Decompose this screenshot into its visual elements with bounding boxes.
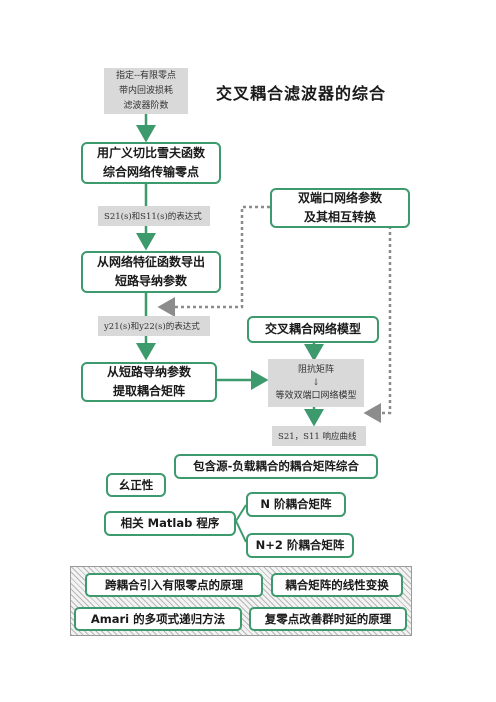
n2-order-box: N+2 阶耦合矩阵 <box>246 533 354 558</box>
orthogonal-label: 幺正性 <box>118 477 154 492</box>
matlab-label: 相关 Matlab 程序 <box>120 516 220 530</box>
two-port-line-2: 及其相互转换 <box>303 210 376 224</box>
step2-box: 从网络特征函数导出 短路导纳参数 <box>81 251 221 293</box>
topic-box-1: 跨耦合引入有限零点的原理 <box>85 573 263 597</box>
bracket-to-n2-order <box>235 520 247 543</box>
topic-1-label: 跨耦合引入有限零点的原理 <box>105 578 243 592</box>
spec-line-2: 带内回波损耗 <box>118 85 173 96</box>
step1-box: 用广义切比雪夫函数 综合网络传输零点 <box>81 142 221 184</box>
spec-line-1: 指定--有限零点 <box>115 70 177 81</box>
topic-box-3: Amari 的多项式递归方法 <box>74 607 242 631</box>
impedance-line-1: 阻抗矩阵 <box>297 364 334 375</box>
spec-box: 指定--有限零点 带内回波损耗 滤波器阶数 <box>104 68 188 114</box>
bracket-to-n-order <box>235 504 247 522</box>
response-label: S21，S11 响应曲线 <box>272 426 366 446</box>
s21-label: S21(s)和S11(s)的表达式 <box>98 206 210 226</box>
y21-label: y21(s)和y22(s)的表达式 <box>98 316 210 336</box>
impedance-box: 阻抗矩阵 ↓ 等效双端口网络模型 <box>268 359 364 407</box>
orthogonal-box: 幺正性 <box>106 473 166 497</box>
page-title: 交叉耦合滤波器的综合 <box>216 84 387 103</box>
step2-line-1: 从网络特征函数导出 <box>96 255 205 269</box>
matlab-box: 相关 Matlab 程序 <box>104 511 236 536</box>
dotted-arrow-two-port-left <box>157 205 270 317</box>
spec-line-3: 滤波器阶数 <box>123 100 169 111</box>
topic-box-2: 耦合矩阵的线性变换 <box>271 573 403 597</box>
impedance-arrow: ↓ <box>312 377 320 388</box>
cross-model-label: 交叉耦合网络模型 <box>264 322 361 336</box>
two-port-box: 双端口网络参数 及其相互转换 <box>270 188 410 228</box>
dotted-arrow-two-port-right <box>363 226 392 423</box>
n-order-label: N 阶耦合矩阵 <box>260 497 332 511</box>
n-order-box: N 阶耦合矩阵 <box>246 492 346 517</box>
topic-2-label: 耦合矩阵的线性变换 <box>285 578 389 592</box>
step3-line-2: 提取耦合矩阵 <box>112 384 185 398</box>
source-load-label: 包含源-负载耦合的耦合矩阵综合 <box>193 459 359 473</box>
n2-order-label: N+2 阶耦合矩阵 <box>255 538 345 552</box>
impedance-line-3: 等效双端口网络模型 <box>275 390 357 401</box>
bottom-panel: 跨耦合引入有限零点的原理 耦合矩阵的线性变换 Amari 的多项式递归方法 复零… <box>70 566 412 636</box>
topic-3-label: Amari 的多项式递归方法 <box>90 612 226 626</box>
step3-box: 从短路导纳参数 提取耦合矩阵 <box>81 362 217 402</box>
two-port-line-1: 双端口网络参数 <box>297 191 382 205</box>
step1-line-1: 用广义切比雪夫函数 <box>96 146 205 160</box>
step1-line-2: 综合网络传输零点 <box>102 165 199 179</box>
topic-box-4: 复零点改善群时延的原理 <box>249 607 407 631</box>
topic-4-label: 复零点改善群时延的原理 <box>264 612 392 626</box>
cross-model-box: 交叉耦合网络模型 <box>247 316 379 343</box>
step3-line-1: 从短路导纳参数 <box>106 365 191 379</box>
step2-line-2: 短路导纳参数 <box>114 274 187 288</box>
source-load-box: 包含源-负载耦合的耦合矩阵综合 <box>174 454 378 479</box>
